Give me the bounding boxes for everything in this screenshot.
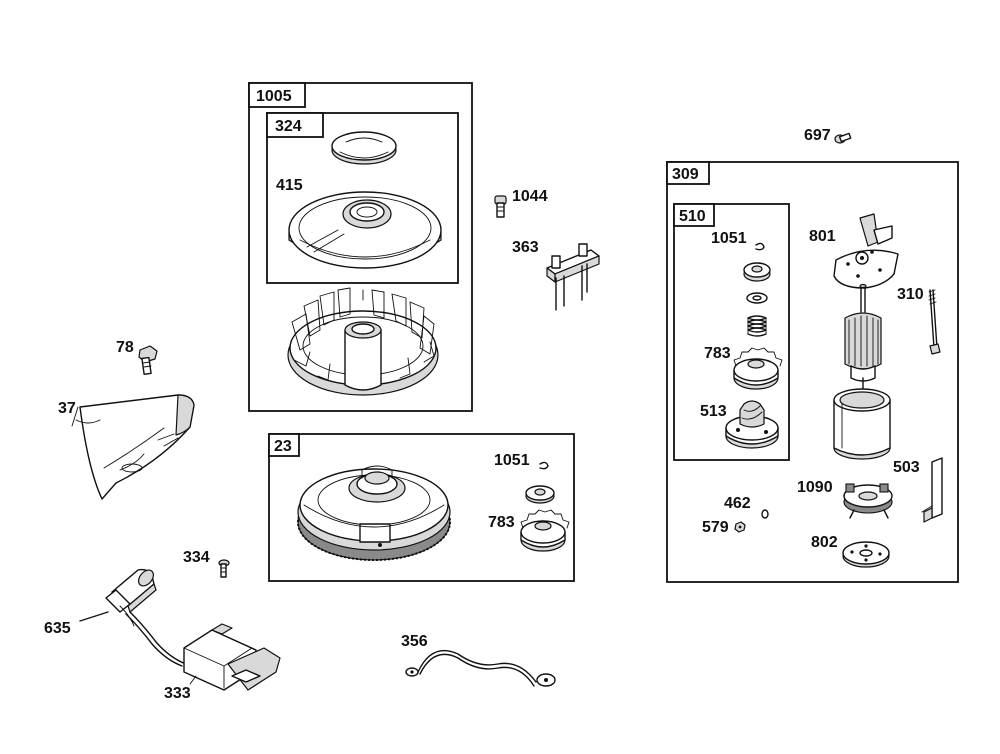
part-label-1090: 1090 — [797, 479, 833, 496]
armature-icon — [844, 283, 882, 391]
end-cap-801-icon — [833, 213, 899, 289]
bolt-78-icon — [138, 345, 158, 376]
spring-icon — [747, 315, 767, 337]
pinion-gear-783-icon — [733, 347, 783, 390]
bracket-503-icon — [921, 457, 943, 523]
screw-334-icon — [218, 559, 230, 578]
group-label-1005: 1005 — [256, 88, 292, 105]
brush-holder-1090-icon — [843, 483, 893, 519]
group-label-309: 309 — [672, 166, 699, 183]
leader-635 — [79, 611, 109, 622]
group-23: 23 1051 783 — [268, 433, 575, 582]
part-label-78: 78 — [116, 339, 134, 356]
part-label-363: 363 — [512, 239, 539, 256]
drive-assembly-513-icon — [725, 400, 779, 449]
flywheel-icon — [297, 465, 451, 561]
part-label-801: 801 — [809, 228, 836, 245]
group-324: 324 — [266, 112, 459, 284]
part-label-356: 356 — [401, 633, 428, 650]
washer-462-icon — [761, 509, 769, 519]
nut-579-icon — [734, 521, 746, 533]
retaining-ring-1051-icon — [755, 242, 765, 251]
ground-wire-356-icon — [405, 649, 556, 687]
group-label-23: 23 — [274, 438, 292, 455]
part-label-503: 503 — [893, 459, 920, 476]
air-guide-37-icon — [71, 394, 195, 500]
part-label-310: 310 — [897, 286, 924, 303]
thrust-washer-icon — [746, 292, 768, 304]
part-label-1044: 1044 — [512, 188, 548, 205]
brush-plate-802-icon — [842, 541, 890, 568]
through-bolt-310-icon — [928, 289, 941, 355]
part-label-462: 462 — [724, 495, 751, 512]
part-label-802: 802 — [811, 534, 838, 551]
part-label-37: 37 — [58, 400, 76, 417]
part-label-783-starter: 783 — [704, 345, 731, 362]
group-label-324: 324 — [275, 118, 302, 135]
part-label-513: 513 — [700, 403, 727, 420]
blower-housing-icon — [288, 191, 442, 269]
washer-flywheel-icon — [525, 485, 555, 504]
part-label-333: 333 — [164, 685, 191, 702]
part-label-635: 635 — [44, 620, 71, 637]
part-label-415: 415 — [276, 177, 303, 194]
group-label-510: 510 — [679, 208, 706, 225]
group-309: 309 510 1051 783 — [666, 161, 959, 583]
stop-collar-icon — [743, 262, 771, 282]
part-label-1051-flywheel: 1051 — [494, 452, 530, 469]
cooling-fan-icon — [287, 287, 439, 396]
group-1005: 1005 324 415 — [248, 82, 473, 412]
ignition-coil-icon — [105, 568, 281, 691]
brake-bracket-363-icon — [546, 243, 600, 311]
group-510: 510 — [673, 203, 790, 461]
part-label-697: 697 — [804, 127, 831, 144]
bolt-1044-icon — [494, 195, 507, 218]
part-label-783-flywheel: 783 — [488, 514, 515, 531]
part-label-1051-starter: 1051 — [711, 230, 747, 247]
gear-783-icon — [520, 509, 570, 552]
part-label-334: 334 — [183, 549, 210, 566]
washer-1051-icon — [539, 461, 549, 470]
motor-housing-icon — [833, 388, 891, 460]
part-label-579: 579 — [702, 519, 729, 536]
bolt-697-icon — [834, 132, 852, 144]
blower-housing-cap-icon — [331, 131, 397, 165]
